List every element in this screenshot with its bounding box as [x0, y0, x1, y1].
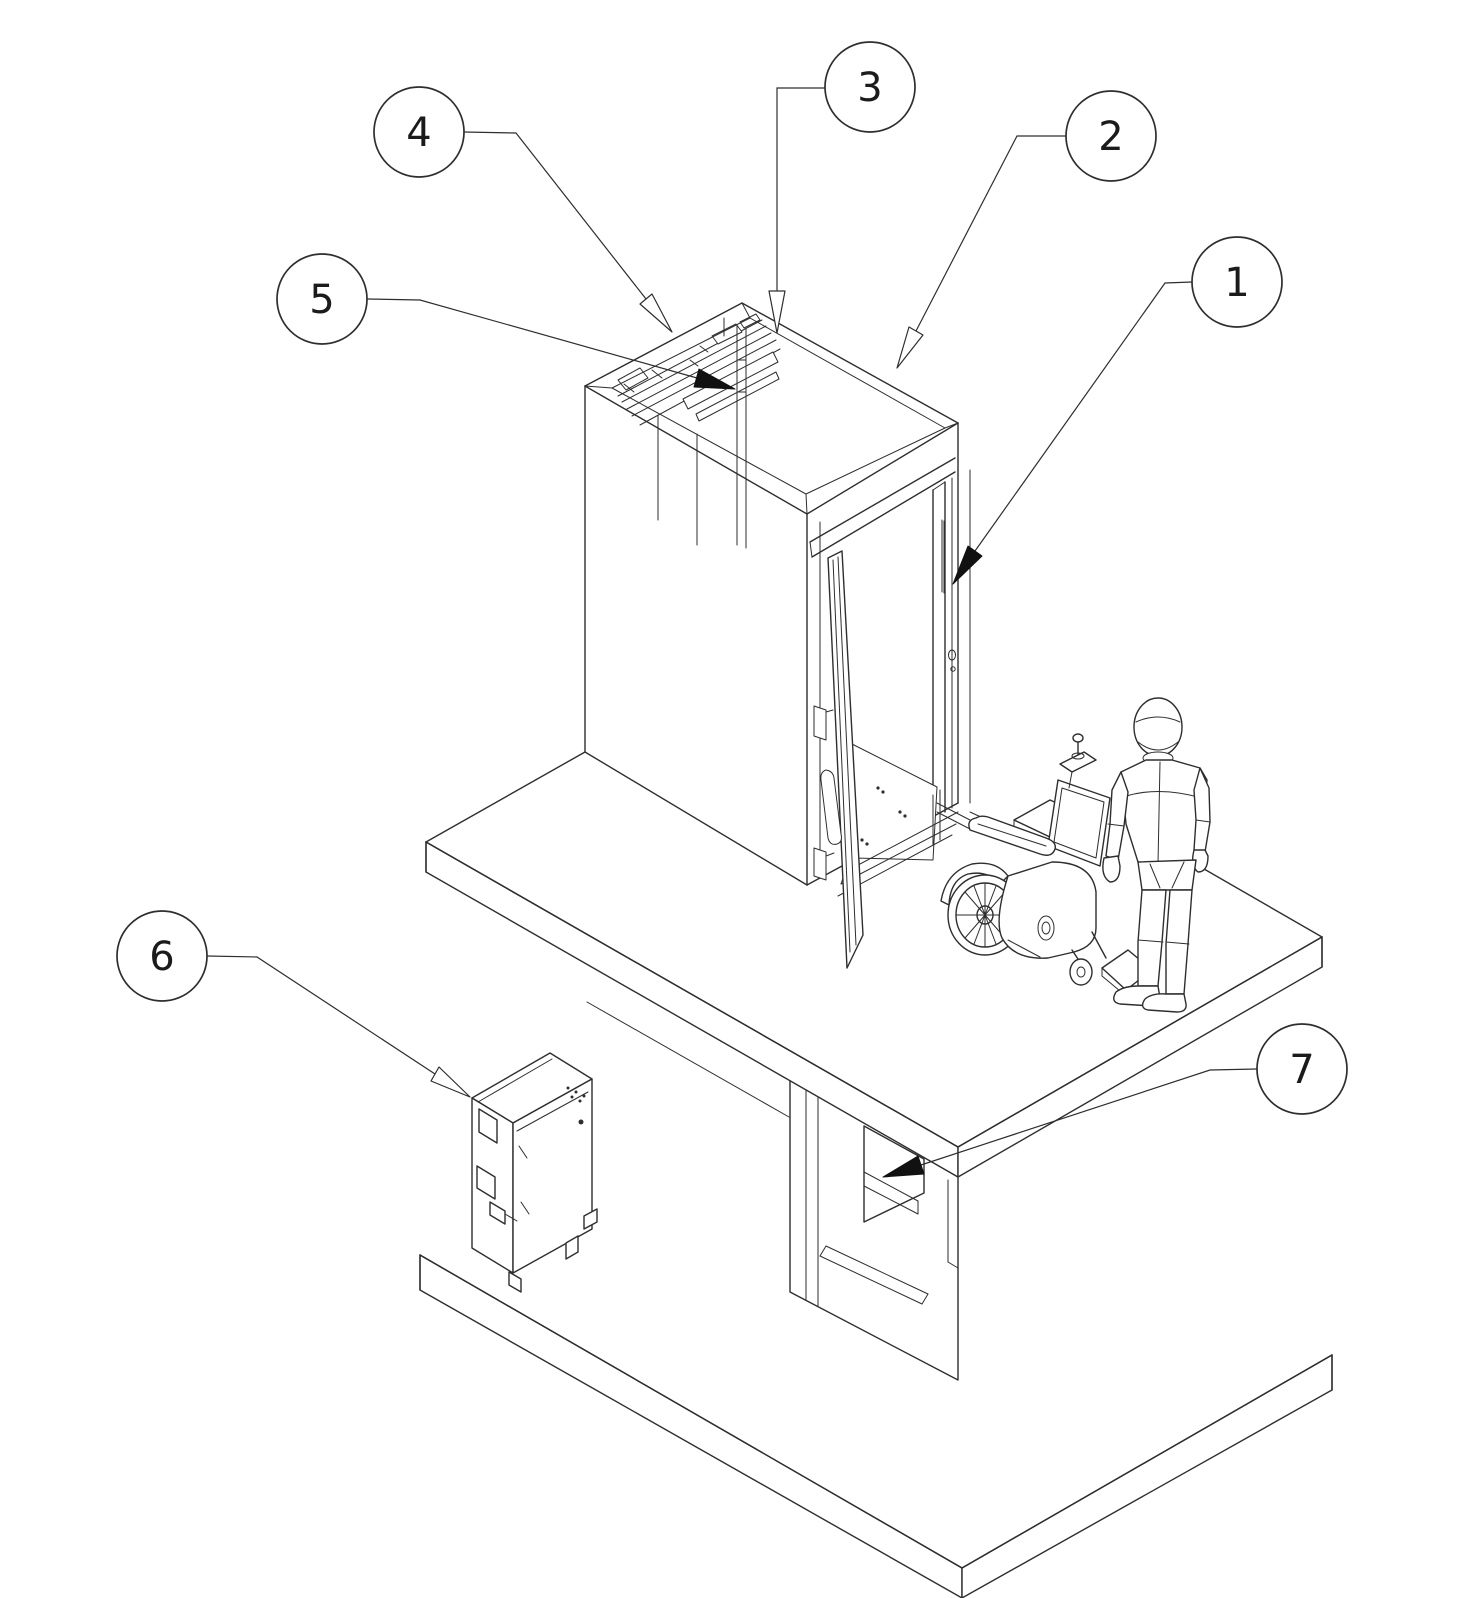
- callout-number-3: 3: [857, 65, 882, 111]
- platform-floor: [849, 742, 941, 861]
- callout-4: 4: [373, 86, 673, 333]
- callout-number-5: 5: [309, 277, 334, 323]
- armrest: [968, 815, 1056, 856]
- callout-6: 6: [116, 910, 471, 1098]
- power-wheelchair: [940, 733, 1153, 997]
- arrowhead-6: [430, 1066, 471, 1098]
- callout-balloon-4: [373, 86, 465, 178]
- arrowhead-5: [693, 368, 736, 390]
- arrowhead-3: [768, 290, 786, 334]
- callout-balloon-2: [1065, 90, 1157, 182]
- guide-rails: [657, 324, 747, 549]
- callout-balloon-7: [1256, 1023, 1348, 1115]
- callout-balloon-1: [1191, 236, 1283, 328]
- door-handle: [820, 769, 842, 845]
- arrowhead-7: [882, 1155, 925, 1178]
- arrowhead-2: [896, 326, 924, 369]
- callout-7: 7: [882, 1023, 1348, 1178]
- arrowhead-4: [639, 293, 673, 333]
- callout-number-7: 7: [1289, 1047, 1314, 1093]
- left-arm: [1105, 771, 1129, 861]
- arrowhead-1: [952, 545, 983, 585]
- joystick-controller: [1059, 733, 1097, 789]
- shaft-top-rim: [584, 302, 959, 515]
- callout-balloon-3: [824, 41, 916, 133]
- lift-shaft: [584, 302, 971, 969]
- head: [1133, 697, 1183, 757]
- callout-number-6: 6: [149, 934, 174, 980]
- callout-3: 3: [768, 41, 916, 334]
- callout-5: 5: [276, 253, 736, 390]
- shaft-walls: [584, 385, 971, 886]
- chassis: [998, 861, 1097, 959]
- callout-1: 1: [952, 236, 1283, 585]
- lower-threshold: [819, 1245, 929, 1305]
- front-caster: [1069, 958, 1093, 986]
- right-shoe: [1141, 993, 1187, 1013]
- left-hand: [1102, 855, 1121, 883]
- callout-balloon-5: [276, 253, 368, 345]
- controller-cabinet: [471, 1052, 598, 1293]
- callouts: 1 2 3 4 5: [116, 41, 1348, 1178]
- callout-number-4: 4: [406, 110, 431, 156]
- lift-door: [820, 550, 864, 969]
- door-frame: [809, 457, 971, 881]
- callout-number-1: 1: [1224, 260, 1249, 306]
- standing-person: [1102, 697, 1211, 1013]
- pelvis: [1137, 859, 1197, 891]
- callout-2: 2: [896, 90, 1157, 369]
- callout-number-2: 2: [1098, 114, 1123, 160]
- callout-balloon-6: [116, 910, 208, 1002]
- upper-floor-slab: [425, 751, 1323, 1178]
- seat-back: [1047, 779, 1111, 867]
